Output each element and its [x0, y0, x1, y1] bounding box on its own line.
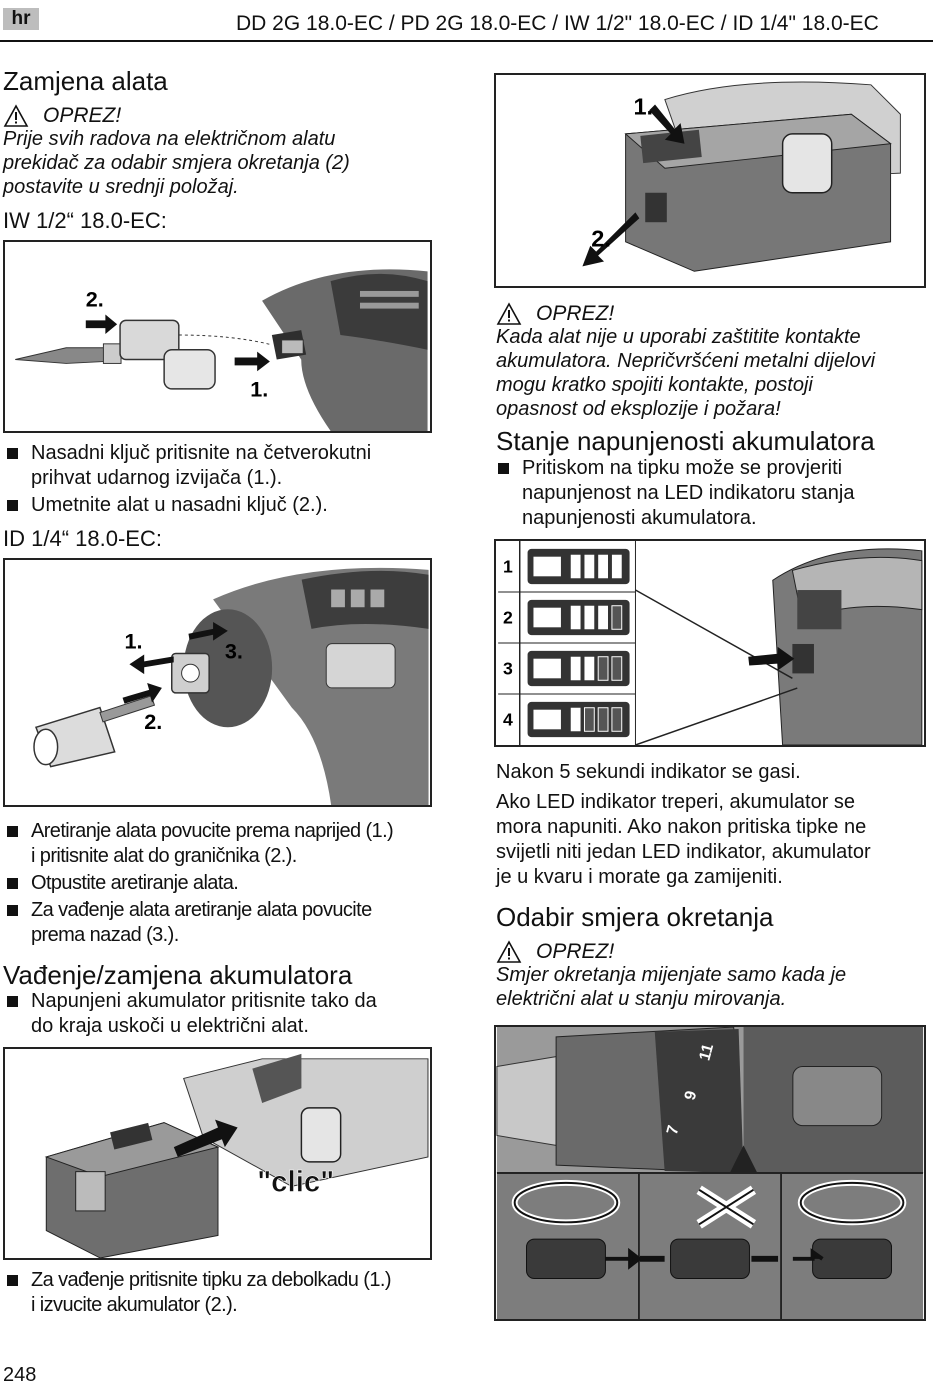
text-line: Smjer okretanja mijenjate samo kada je — [496, 964, 847, 986]
subtitle-id: ID 1/4“ 18.0-EC: — [3, 526, 162, 551]
bullet-list-id: Aretiranje alata povucite prema naprijed… — [3, 819, 453, 950]
text-line: napunjenosti akumulatora. — [522, 507, 757, 529]
text-line: akumulatora. Nepričvršćeni metalni dijel… — [496, 350, 876, 372]
bullet-list-iw: Nasadni ključ pritisnite na četverokutni… — [3, 441, 443, 520]
section-title-tool-change: Zamjena alata — [3, 66, 168, 96]
bullet-list-battery-remove: Za vađenje pritisnite tipku za debolkadu… — [3, 1268, 453, 1320]
caution-text-tool-change: Prije svih radova na električnom alatu p… — [3, 127, 350, 199]
fig-label: 3. — [225, 638, 243, 663]
text-line: Nasadni ključ pritisnite na četverokutni — [31, 442, 372, 464]
level-number: 1 — [503, 556, 513, 576]
text-line: Kada alat nije u uporabi zaštitite konta… — [496, 326, 861, 348]
led-row-1 — [527, 548, 630, 585]
header-title: DD 2G 18.0-EC / PD 2G 18.0-EC / IW 1/2" … — [236, 12, 879, 35]
text-line: prihvat udarnog izvijača (1.). — [31, 467, 283, 489]
language-badge: hr — [3, 8, 39, 30]
fig-label: 2. — [144, 709, 162, 734]
text-line: električni alat u stanju mirovanja. — [496, 988, 787, 1010]
fig-label: 2. — [86, 288, 104, 312]
battery-remove-illustration: 1. 2. — [582, 81, 901, 272]
led-row-4 — [527, 701, 630, 738]
text-line: Aretiranje alata povucite prema naprijed… — [31, 820, 394, 842]
charge-indicator-illustration: 1 2 3 4 — [498, 541, 923, 745]
fig-label: 1. — [125, 629, 143, 654]
impact-driver-illustration: 1. 3. 2. — [33, 567, 429, 805]
caution-label: OPREZ! — [536, 940, 615, 963]
text-line: Umetnite alat u nasadni ključ (2.). — [31, 494, 328, 516]
charge-paragraph-1: Nakon 5 sekundi indikator se gasi. — [496, 761, 801, 783]
text-line: postavite u srednji položaj. — [3, 176, 239, 198]
section-title-battery: Vađenje/zamjena akumulatora — [3, 960, 353, 990]
charge-paragraph-2: Ako LED indikator treperi, akumulator se… — [496, 790, 871, 890]
fig-label: 2. — [591, 226, 611, 252]
list-item: Umetnite alat u nasadni ključ (2.). — [3, 493, 443, 518]
figure-battery-insert: "clic" — [3, 1047, 432, 1260]
text-line: Napunjeni akumulator pritisnite tako da — [31, 990, 377, 1012]
impact-wrench-illustration: 2. 1. — [15, 269, 428, 431]
caution-label: OPREZ! — [536, 302, 615, 325]
text-line: napunjenost na LED indikatoru stanja — [522, 482, 855, 504]
text-line: opasnost od eksplozije i požara! — [496, 398, 781, 420]
list-item: Aretiranje alata povucite prema naprijed… — [3, 819, 453, 869]
figure-id-bit: 1. 3. 2. — [3, 558, 432, 807]
text-line: prekidač za odabir smjera okretanja (2) — [3, 152, 350, 174]
text-line: do kraja uskoči u električni alat. — [31, 1015, 309, 1037]
level-number: 2 — [503, 607, 513, 627]
chuck-number: 11 — [696, 1042, 717, 1063]
text-line: Pritiskom na tipku može se provjeriti — [522, 457, 843, 479]
battery-insert-illustration: "clic" — [44, 1053, 429, 1258]
caution-label: OPREZ! — [43, 104, 122, 127]
figure-battery-remove: 1. 2. — [494, 73, 926, 288]
text-line: Za vađenje alata aretiranje alata povuci… — [31, 899, 372, 921]
fig-label: 1. — [633, 93, 653, 119]
bullet-list-charge: Pritiskom na tipku može se provjeriti na… — [494, 456, 934, 533]
bullet-list-battery: Napunjeni akumulator pritisnite tako da … — [3, 989, 443, 1041]
caution-text-battery: Kada alat nije u uporabi zaštitite konta… — [496, 325, 875, 421]
list-item: Za vađenje alata aretiranje alata povuci… — [3, 898, 453, 948]
figure-direction-switch: 7 9 11 — [494, 1025, 926, 1321]
led-row-3 — [527, 650, 630, 687]
text-line: mora napuniti. Ako nakon pritiska tipke … — [496, 816, 867, 838]
text-line: i pritisnite alat do graničnika (2.). — [31, 845, 297, 867]
list-item: Nasadni ključ pritisnite na četverokutni… — [3, 441, 443, 491]
section-title-charge: Stanje napunjenosti akumulatora — [496, 426, 875, 456]
caution-tool-change: OPREZ! — [3, 104, 121, 128]
text-line: Prije svih radova na električnom alatu — [3, 128, 336, 150]
list-item: Napunjeni akumulator pritisnite tako da … — [3, 989, 443, 1039]
page-number: 248 — [3, 1364, 37, 1386]
text-line: svijetli niti jedan LED indikator, akumu… — [496, 841, 871, 863]
level-number: 3 — [503, 658, 513, 678]
list-item: Pritiskom na tipku može se provjeriti na… — [494, 456, 934, 531]
header-rule — [0, 40, 933, 42]
list-item: Za vađenje pritisnite tipku za debolkadu… — [3, 1268, 453, 1318]
warning-triangle-icon — [3, 104, 29, 127]
level-number: 4 — [503, 709, 513, 729]
warning-triangle-icon — [496, 302, 522, 325]
warning-triangle-icon — [496, 940, 522, 963]
direction-switch-illustration: 7 9 11 — [496, 1027, 924, 1319]
fig-label: 1. — [250, 378, 268, 402]
text-line: prema nazad (3.). — [31, 924, 179, 946]
caution-text-direction: Smjer okretanja mijenjate samo kada je e… — [496, 963, 846, 1011]
text-line: i izvucite akumulator (2.). — [31, 1294, 238, 1316]
text-line: Ako LED indikator treperi, akumulator se — [496, 791, 856, 813]
caution-battery-contacts: OPREZ! — [496, 302, 614, 326]
caution-direction: OPREZ! — [496, 940, 614, 964]
text-line: mogu kratko spojiti kontakte, postoji — [496, 374, 813, 396]
section-title-direction: Odabir smjera okretanja — [496, 902, 774, 932]
subtitle-iw: IW 1/2“ 18.0-EC: — [3, 208, 167, 233]
figure-iw-socket: 2. 1. — [3, 240, 432, 433]
led-row-2 — [527, 599, 630, 636]
clic-label: "clic" — [257, 1165, 334, 1198]
figure-charge-indicator: 1 2 3 4 — [494, 539, 926, 747]
text-line: je u kvaru i morate ga zamijeniti. — [496, 866, 783, 888]
text-line: Za vađenje pritisnite tipku za debolkadu… — [31, 1269, 391, 1291]
text-line: Otpustite aretiranje alata. — [31, 872, 239, 894]
list-item: Otpustite aretiranje alata. — [3, 871, 453, 896]
